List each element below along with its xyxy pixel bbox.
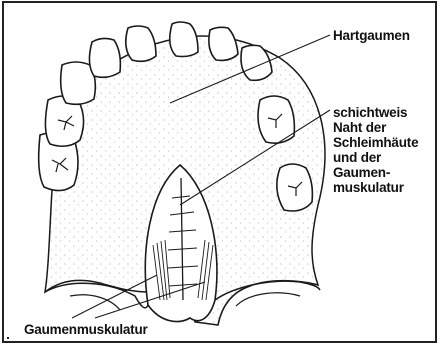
tooth-icon [89,38,120,77]
label-gaumenmuskulatur: Gaumenmuskulatur [24,322,148,337]
stray-dot [7,337,9,339]
label-naht: schichtweis Naht der Schleimhäute und de… [333,105,437,195]
tooth-icon [209,27,238,60]
tooth-icon [170,22,198,57]
tooth-icon [126,26,156,61]
label-hartgaumen: Hartgaumen [333,28,410,43]
